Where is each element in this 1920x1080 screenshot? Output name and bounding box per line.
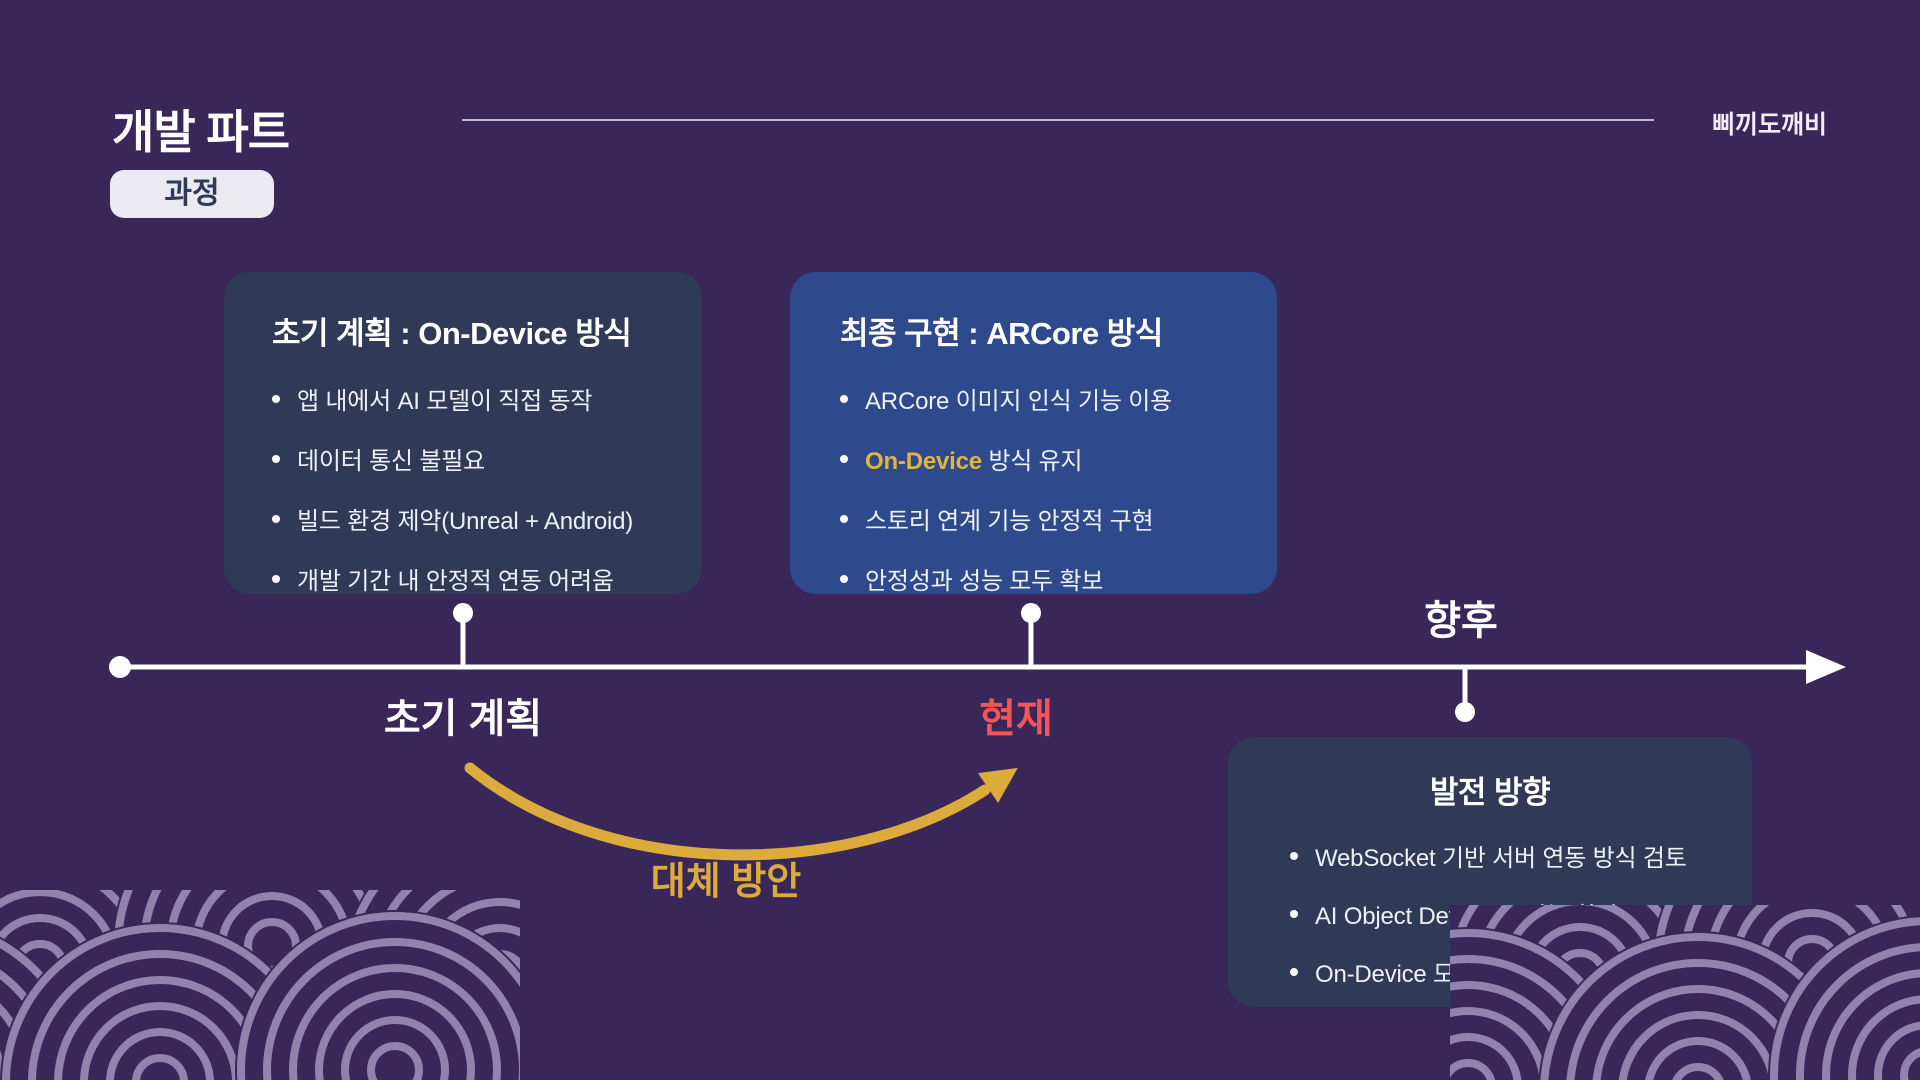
corner-pattern-left: [0, 890, 520, 1080]
bullet-dot-icon: [272, 454, 280, 463]
watermark-label: 삐끼도깨비: [1712, 111, 1828, 139]
list-item: ARCore 이미지 인식 기능 이용: [840, 381, 1253, 416]
bullet-dot-icon: [840, 454, 848, 463]
transition-arrowhead-icon: [977, 767, 1018, 803]
list-item: 안정성과 성능 모두 확보: [840, 561, 1253, 594]
card-final-implementation: 최종 구현 : ARCore 방식 ARCore 이미지 인식 기능 이용 On…: [790, 272, 1277, 594]
dot-initial-plan: [453, 603, 473, 623]
transition-arrow-label: 대체 방안: [650, 861, 802, 903]
page-title: 개발 파트: [112, 106, 290, 158]
corner-pattern-right: [1450, 905, 1920, 1080]
bullet-dot-icon: [1290, 851, 1298, 860]
transition-arrow-curve: [464, 762, 991, 861]
bullet-dot-icon: [272, 394, 280, 403]
list-item-text: 빌드 환경 제약(Unreal + Android): [297, 508, 634, 535]
dot-future: [1455, 702, 1475, 722]
list-item-text: 스토리 연계 기능 안정적 구현: [865, 508, 1154, 535]
list-item-text: On-Device 방식 유지: [865, 441, 1083, 476]
list-item: 빌드 환경 제약(Unreal + Android): [272, 501, 678, 536]
card-initial-plan-title: 초기 계획 : On-Device 방식: [272, 316, 632, 351]
bullet-dot-icon: [840, 514, 848, 523]
milestone-label-current: 현재: [979, 697, 1053, 741]
milestone-label-initial: 초기 계획: [383, 697, 543, 741]
highlighted-term: On-Device: [865, 448, 982, 475]
bullet-dot-icon: [840, 574, 848, 583]
milestone-label-future: 향후: [1424, 599, 1498, 643]
bullet-dot-icon: [272, 514, 280, 523]
list-item: 스토리 연계 기능 안정적 구현: [840, 501, 1253, 536]
bullet-dot-icon: [1290, 967, 1298, 976]
section-badge: 과정: [110, 170, 274, 218]
timeline-arrowhead-icon: [1806, 650, 1846, 684]
list-item: 앱 내에서 AI 모델이 직접 동작: [272, 381, 678, 416]
card-future-direction-title: 발전 방향: [1429, 775, 1551, 810]
list-item-text: 개발 기간 내 안정적 연동 어려움: [297, 568, 614, 594]
list-item-text: 데이터 통신 불필요: [297, 448, 485, 475]
list-item: 개발 기간 내 안정적 연동 어려움: [272, 561, 678, 594]
bullet-dot-icon: [840, 394, 848, 403]
list-item-text: ARCore 이미지 인식 기능 이용: [865, 388, 1172, 415]
list-item-text-rest: 방식 유지: [981, 448, 1083, 475]
card-initial-plan: 초기 계획 : On-Device 방식 앱 내에서 AI 모델이 직접 동작 …: [224, 272, 702, 594]
timeline-start-dot: [109, 656, 131, 678]
list-item-text: 앱 내에서 AI 모델이 직접 동작: [297, 388, 593, 415]
card-initial-plan-list: 앱 내에서 AI 모델이 직접 동작 데이터 통신 불필요 빌드 환경 제약(U…: [272, 381, 678, 594]
bullet-dot-icon: [272, 574, 280, 583]
dot-final-implementation: [1021, 603, 1041, 623]
bullet-dot-icon: [1290, 909, 1298, 918]
list-item-text: 안정성과 성능 모두 확보: [865, 568, 1104, 594]
list-item-text: WebSocket 기반 서버 연동 방식 검토: [1315, 845, 1687, 872]
list-item: On-Device 방식 유지: [840, 441, 1253, 476]
card-final-implementation-list: ARCore 이미지 인식 기능 이용 On-Device 방식 유지 스토리 …: [840, 381, 1253, 594]
list-item: WebSocket 기반 서버 연동 방식 검토: [1290, 838, 1728, 873]
list-item: 데이터 통신 불필요: [272, 441, 678, 476]
card-final-implementation-title: 최종 구현 : ARCore 방식: [840, 316, 1163, 351]
header-divider: [462, 119, 1654, 121]
